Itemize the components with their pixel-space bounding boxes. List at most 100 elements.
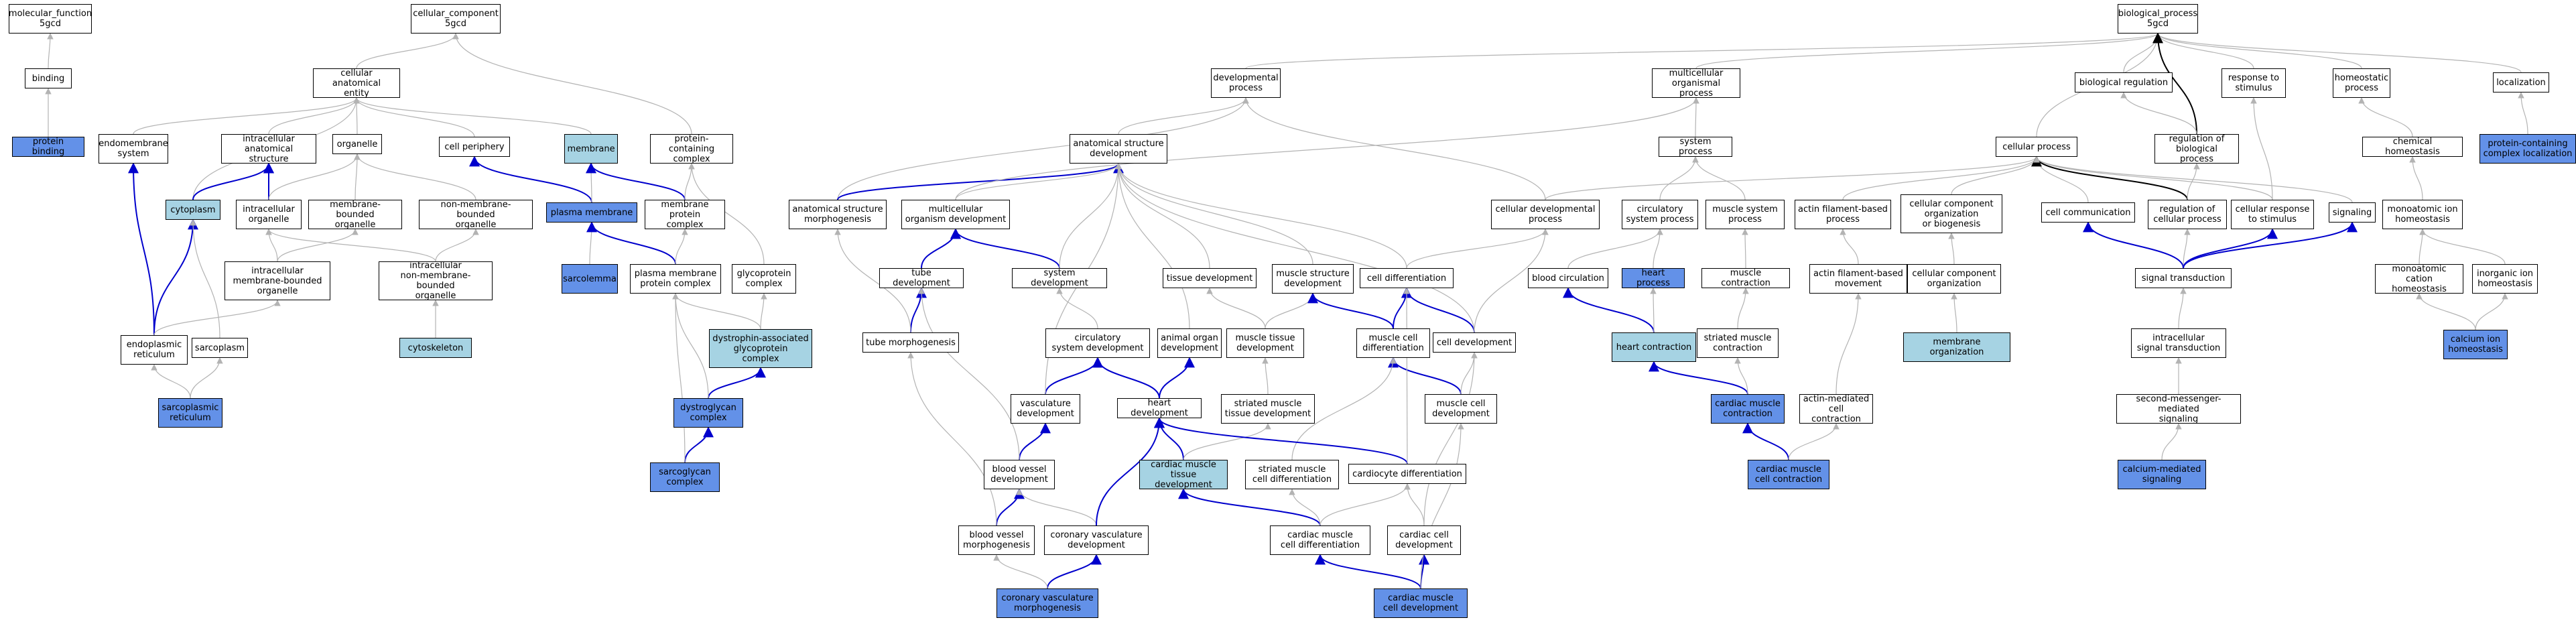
- edge-cellular-developmental-process-to-cellular-process: [1545, 156, 2040, 200]
- edge-non-membrane-bounded-organelle-to-organelle: [354, 153, 476, 200]
- go-term-protein-binding: protein binding: [12, 137, 84, 157]
- go-term-anatomical-structure-development: anatomical structure development: [1070, 134, 1167, 164]
- edge-localization-to-biological-process: [2154, 33, 2522, 73]
- go-term-cytoplasm: cytoplasm: [166, 200, 220, 220]
- edge-developmental-process-to-biological-process: [1245, 33, 2161, 69]
- go-term-cellular-component-organization: cellular component organization: [1907, 264, 2001, 294]
- edge-calcium-ion-homeostasis-to-inorganic-ion-homeostasis: [2475, 293, 2508, 330]
- go-term-membrane-organization: membrane organization: [1903, 332, 2010, 362]
- go-term-intracellular-non-membrane-bounded-organelle: intracellular non-membrane-bounded organ…: [379, 261, 493, 301]
- go-term-endoplasmic-reticulum: endoplasmic reticulum: [121, 335, 188, 365]
- edge-plasma-membrane-to-cell-periphery: [469, 155, 592, 203]
- edge-muscle-contraction-to-muscle-system-process: [1742, 229, 1748, 269]
- edge-blood-circulation-to-circulatory-system-process: [1567, 229, 1663, 269]
- go-term-membrane-protein-complex: membrane protein complex: [645, 200, 725, 230]
- edge-cell-development-to-anatomical-structure-development: [1115, 163, 1475, 333]
- go-term-muscle-system-process: muscle system process: [1705, 200, 1785, 229]
- edge-protein-containing-complex-localization-to-localization: [2518, 92, 2528, 135]
- go-term-muscle-contraction: muscle contraction: [1701, 268, 1790, 288]
- edge-coronary-vasculature-development-to-blood-vessel-development: [1016, 489, 1097, 526]
- edge-cardiac-muscle-cell-differentiation-to-striated-muscle-cell-differentiation: [1289, 489, 1321, 526]
- edge-actin-filament-based-process-to-cellular-process: [1842, 156, 2040, 200]
- edge-heart-development-to-circulatory-system-development: [1092, 357, 1160, 399]
- go-term-calcium-ion-homeostasis: calcium ion homeostasis: [2443, 330, 2508, 359]
- go-term-cellular-developmental-process: cellular developmental process: [1491, 200, 1600, 229]
- edge-multicellular-organismal-process-to-biological-process: [1695, 33, 2161, 69]
- edge-intracellular-organelle-to-organelle: [268, 153, 361, 200]
- edge-muscle-system-process-to-system-process: [1692, 156, 1746, 200]
- go-term-monoatomic-ion-homeostasis: monoatomic ion homeostasis: [2382, 200, 2463, 229]
- edge-tube-morphogenesis-to-anatomical-structure-morphogenesis: [834, 229, 911, 333]
- go-term-cellular-process: cellular process: [1996, 137, 2077, 157]
- edge-system-development-to-anatomical-structure-development: [1059, 163, 1122, 269]
- go-term-heart-development: heart development: [1117, 398, 1202, 418]
- go-term-cell-differentiation: cell differentiation: [1360, 268, 1454, 288]
- go-term-protein-containing-complex: protein-containing complex: [650, 134, 733, 164]
- go-term-dystrophin-associated-glycoprotein-complex: dystrophin-associated glycoprotein compl…: [709, 329, 812, 368]
- go-term-binding: binding: [25, 68, 72, 88]
- go-term-intracellular-signal-transduction: intracellular signal transduction: [2131, 328, 2226, 358]
- go-term-cellular-component: cellular_component 5gcd: [411, 4, 501, 34]
- go-term-heart-process: heart process: [1622, 268, 1685, 288]
- edge-regulation-of-biological-process-to-biological-process: [2152, 32, 2197, 135]
- edge-cardiac-cell-development-to-cardiocyte-differentiation: [1404, 483, 1425, 526]
- edge-cellular-anatomical-entity-to-cellular-component: [356, 33, 459, 69]
- edge-coronary-vasculature-morphogenesis-to-coronary-vasculature-development: [1047, 554, 1102, 589]
- go-term-cardiac-muscle-cell-development: cardiac muscle cell development: [1374, 588, 1468, 618]
- edge-inorganic-ion-homeostasis-to-monoatomic-ion-homeostasis: [2419, 229, 2506, 265]
- edge-cell-development-to-cell-differentiation: [1401, 287, 1475, 333]
- go-term-plasma-membrane: plasma membrane: [546, 202, 637, 223]
- edge-dystrophin-associated-glycoprotein-complex-to-glycoprotein-complex: [760, 293, 767, 330]
- edge-intracellular-membrane-bounded-organelle-to-membrane-bounded-organelle: [277, 229, 359, 262]
- edge-dystrophin-associated-glycoprotein-complex-to-plasma-membrane-protein-complex: [672, 293, 761, 330]
- edge-sarcoplasmic-reticulum-to-sarcoplasm: [190, 357, 223, 399]
- edge-cellular-response-to-stimulus-to-cellular-process: [2033, 156, 2273, 200]
- go-term-glycoprotein-complex: glycoprotein complex: [732, 264, 796, 294]
- go-term-cellular-component-organization-or-biogenesis: cellular component organization or bioge…: [1901, 194, 2002, 233]
- go-term-blood-circulation: blood circulation: [1528, 268, 1608, 288]
- edge-actin-mediated-cell-contraction-to-actin-filament-based-movement: [1836, 293, 1862, 395]
- go-term-signaling: signaling: [2329, 202, 2376, 223]
- go-term-actin-filament-based-movement: actin filament-based movement: [1809, 264, 1907, 294]
- go-term-actin-mediated-cell-contraction: actin-mediated cell contraction: [1799, 394, 1873, 424]
- edge-membrane-protein-complex-to-membrane: [586, 162, 686, 200]
- go-term-sarcoplasm: sarcoplasm: [192, 338, 248, 358]
- edge-plasma-membrane-protein-complex-to-membrane-protein-complex: [675, 229, 688, 265]
- go-term-tube-morphogenesis: tube morphogenesis: [862, 332, 959, 353]
- edge-monoatomic-ion-homeostasis-to-chemical-homeostasis: [2409, 156, 2423, 200]
- go-term-cell-development: cell development: [1433, 332, 1516, 353]
- edge-tube-morphogenesis-to-tube-development: [910, 287, 927, 333]
- go-term-signal-transduction: signal transduction: [2135, 268, 2232, 288]
- edge-heart-process-to-circulatory-system-process: [1653, 229, 1663, 269]
- edge-sarcoglycan-complex-to-plasma-membrane-protein-complex: [672, 293, 686, 463]
- go-term-membrane: membrane: [564, 134, 618, 164]
- edge-blood-vessel-development-to-vasculature-development: [1019, 422, 1051, 460]
- go-term-circulatory-system-development: circulatory system development: [1045, 328, 1150, 358]
- edge-homeostatic-process-to-biological-process: [2154, 33, 2362, 69]
- edge-multicellular-organism-development-to-anatomical-structure-development: [955, 163, 1122, 200]
- go-term-muscle-cell-differentiation: muscle cell differentiation: [1356, 328, 1430, 358]
- go-term-intracellular-membrane-bounded-organelle: intracellular membrane-bounded organelle: [224, 261, 330, 300]
- edge-coronary-vasculature-morphogenesis-to-blood-vessel-morphogenesis: [993, 554, 1048, 589]
- edge-cell-differentiation-to-anatomical-structure-development: [1115, 163, 1407, 269]
- go-term-inorganic-ion-homeostasis: inorganic ion homeostasis: [2472, 264, 2538, 294]
- edge-blood-vessel-morphogenesis-to-tube-morphogenesis: [907, 352, 997, 526]
- edge-cardiac-muscle-cell-differentiation-to-cardiac-muscle-tissue-development: [1178, 488, 1321, 526]
- go-term-system-development: system development: [1012, 268, 1107, 288]
- edge-binding-to-molecular-function: [47, 33, 54, 69]
- edge-animal-organ-development-to-anatomical-structure-development: [1115, 163, 1190, 329]
- edge-calcium-ion-homeostasis-to-monoatomic-cation-homeostasis: [2416, 293, 2476, 330]
- go-term-homeostatic-process: homeostatic process: [2333, 68, 2390, 98]
- edge-system-development-to-multicellular-organism-development: [950, 228, 1060, 269]
- edge-heart-contraction-to-heart-process: [1650, 288, 1657, 333]
- edge-blood-vessel-development-to-tube-development: [918, 288, 1020, 460]
- go-term-calcium-mediated-signaling: calcium-mediated signaling: [2118, 460, 2206, 489]
- edge-protein-containing-complex-to-cellular-component: [452, 33, 692, 135]
- edge-cellular-response-to-stimulus-to-response-to-stimulus: [2250, 97, 2273, 200]
- go-term-cardiac-muscle-tissue-development: cardiac muscle tissue development: [1139, 460, 1228, 490]
- edge-heart-development-to-animal-organ-development: [1159, 357, 1195, 399]
- go-term-cellular-response-to-stimulus: cellular response to stimulus: [2231, 200, 2314, 229]
- go-term-muscle-tissue-development: muscle tissue development: [1226, 328, 1304, 358]
- edge-heart-contraction-to-blood-circulation: [1563, 287, 1655, 333]
